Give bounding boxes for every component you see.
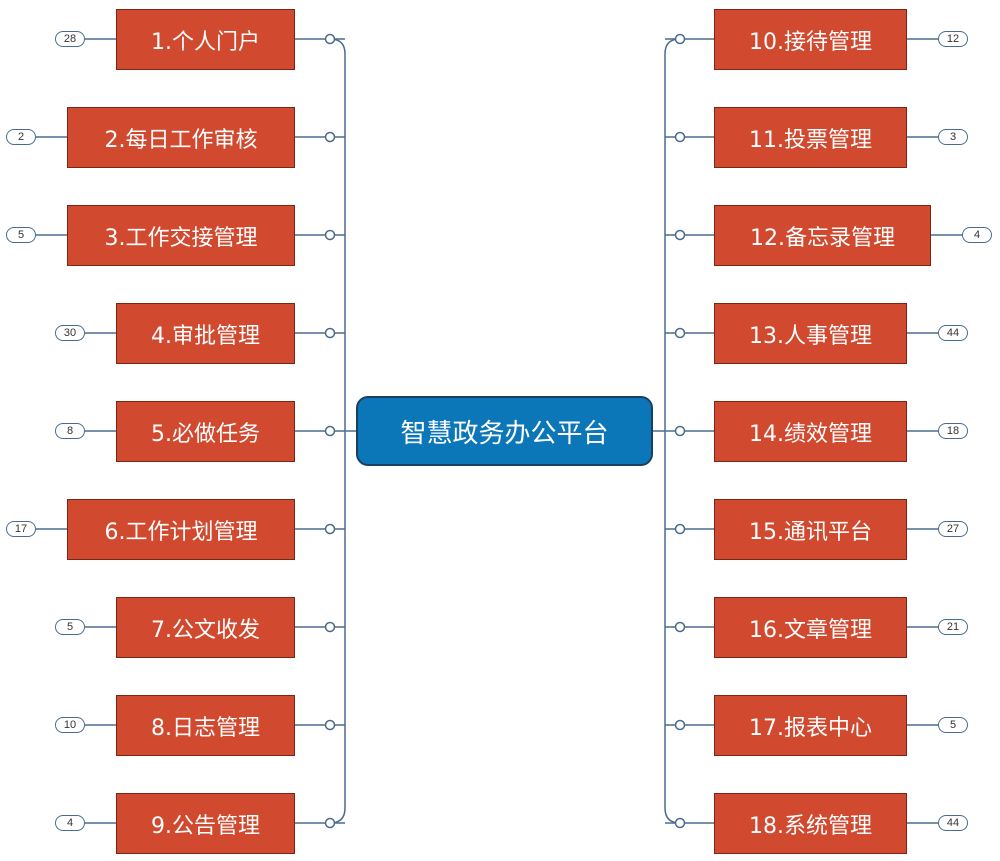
count-badge: 30 <box>55 325 85 341</box>
topic-node[interactable]: 13.人事管理 <box>714 303 907 364</box>
topic-node[interactable]: 10.接待管理 <box>714 9 907 70</box>
topic-node[interactable]: 12.备忘录管理 <box>714 205 931 266</box>
topic-node[interactable]: 11.投票管理 <box>714 107 907 168</box>
topic-node[interactable]: 3.工作交接管理 <box>67 205 295 266</box>
topic-node[interactable]: 18.系统管理 <box>714 793 907 854</box>
topic-node[interactable]: 15.通讯平台 <box>714 499 907 560</box>
count-badge: 44 <box>938 815 968 831</box>
collapse-dot <box>674 131 686 143</box>
collapse-dot <box>674 621 686 633</box>
collapse-dot <box>324 425 336 437</box>
count-badge: 4 <box>962 227 992 243</box>
topic-node[interactable]: 4.审批管理 <box>116 303 295 364</box>
collapse-dot <box>324 327 336 339</box>
count-badge: 21 <box>938 619 968 635</box>
topic-node[interactable]: 6.工作计划管理 <box>67 499 295 560</box>
count-badge: 18 <box>938 423 968 439</box>
collapse-dot <box>674 33 686 45</box>
count-badge: 3 <box>938 129 968 145</box>
collapse-dot <box>324 131 336 143</box>
topic-node[interactable]: 5.必做任务 <box>116 401 295 462</box>
topic-node[interactable]: 16.文章管理 <box>714 597 907 658</box>
topic-node[interactable]: 14.绩效管理 <box>714 401 907 462</box>
collapse-dot <box>674 523 686 535</box>
topic-node[interactable]: 9.公告管理 <box>116 793 295 854</box>
count-badge: 5 <box>6 227 36 243</box>
central-topic[interactable]: 智慧政务办公平台 <box>356 396 653 466</box>
collapse-dot <box>674 425 686 437</box>
count-badge: 4 <box>55 815 85 831</box>
collapse-dot <box>324 719 336 731</box>
topic-node[interactable]: 7.公文收发 <box>116 597 295 658</box>
topic-node[interactable]: 17.报表中心 <box>714 695 907 756</box>
count-badge: 12 <box>938 31 968 47</box>
collapse-dot <box>674 229 686 241</box>
count-badge: 10 <box>55 717 85 733</box>
collapse-dot <box>324 621 336 633</box>
count-badge: 44 <box>938 325 968 341</box>
count-badge: 17 <box>6 521 36 537</box>
count-badge: 5 <box>55 619 85 635</box>
count-badge: 28 <box>55 31 85 47</box>
count-badge: 27 <box>938 521 968 537</box>
topic-node[interactable]: 8.日志管理 <box>116 695 295 756</box>
topic-node[interactable]: 1.个人门户 <box>116 9 295 70</box>
collapse-dot <box>674 817 686 829</box>
collapse-dot <box>324 523 336 535</box>
count-badge: 5 <box>938 717 968 733</box>
collapse-dot <box>674 327 686 339</box>
topic-node[interactable]: 2.每日工作审核 <box>67 107 295 168</box>
count-badge: 2 <box>6 129 36 145</box>
count-badge: 8 <box>55 423 85 439</box>
collapse-dot <box>324 229 336 241</box>
collapse-dot <box>324 817 336 829</box>
collapse-dot <box>324 33 336 45</box>
collapse-dot <box>674 719 686 731</box>
